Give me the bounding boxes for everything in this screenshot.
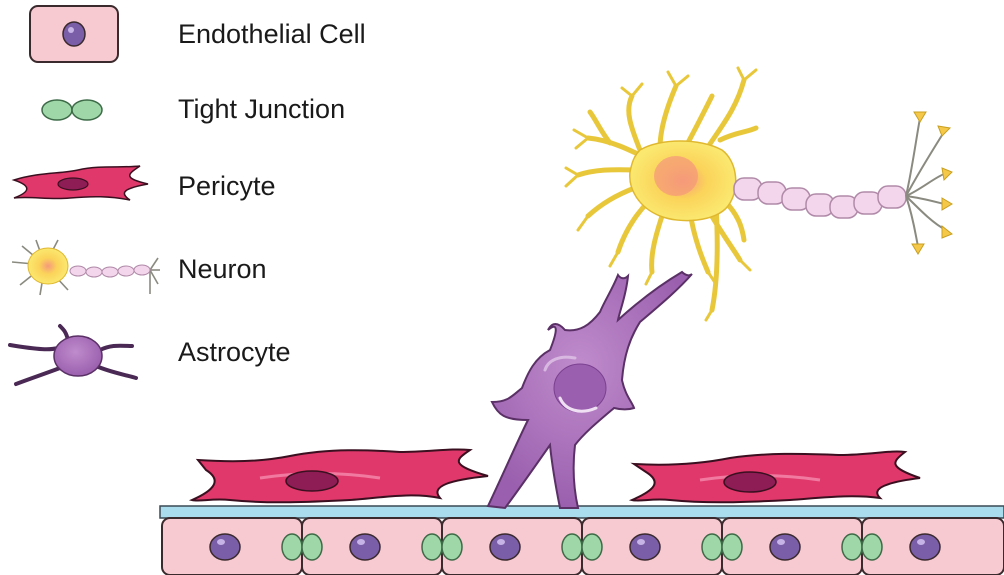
endothelial-cell	[721, 517, 863, 575]
legend-label-astrocyte: Astrocyte	[178, 337, 291, 367]
tight-junction-icon	[41, 99, 103, 121]
tight-junction	[581, 533, 603, 561]
endothelial-cell	[441, 517, 583, 575]
legend-label-neuron: Neuron	[178, 254, 267, 284]
astrocyte-icon	[8, 324, 138, 386]
legend-label-endothelial-cell: Endothelial Cell	[178, 19, 366, 49]
tight-junction	[841, 533, 863, 561]
legend-label-pericyte: Pericyte	[178, 171, 276, 201]
tight-junction	[701, 533, 723, 561]
endothelial-cell	[861, 517, 1004, 575]
neuron-icon	[11, 239, 160, 296]
pericyte-right	[628, 450, 921, 504]
pericyte-icon	[11, 165, 149, 201]
endothelial-cell	[161, 517, 303, 575]
pericyte-left	[188, 448, 489, 504]
tight-junction	[281, 533, 303, 561]
tight-junction	[301, 533, 323, 561]
basement-membrane	[159, 505, 1004, 519]
tight-junction	[721, 533, 743, 561]
endothelial-cell-icon	[29, 5, 119, 63]
endothelial-cell	[581, 517, 723, 575]
astrocyte	[486, 270, 693, 510]
tight-junction	[861, 533, 883, 561]
neuron	[564, 66, 953, 322]
tight-junction-group	[281, 533, 883, 561]
legend-label-tight-junction: Tight Junction	[178, 94, 346, 124]
endothelial-cell	[301, 517, 443, 575]
tight-junction	[441, 533, 463, 561]
tight-junction	[561, 533, 583, 561]
tight-junction	[421, 533, 443, 561]
